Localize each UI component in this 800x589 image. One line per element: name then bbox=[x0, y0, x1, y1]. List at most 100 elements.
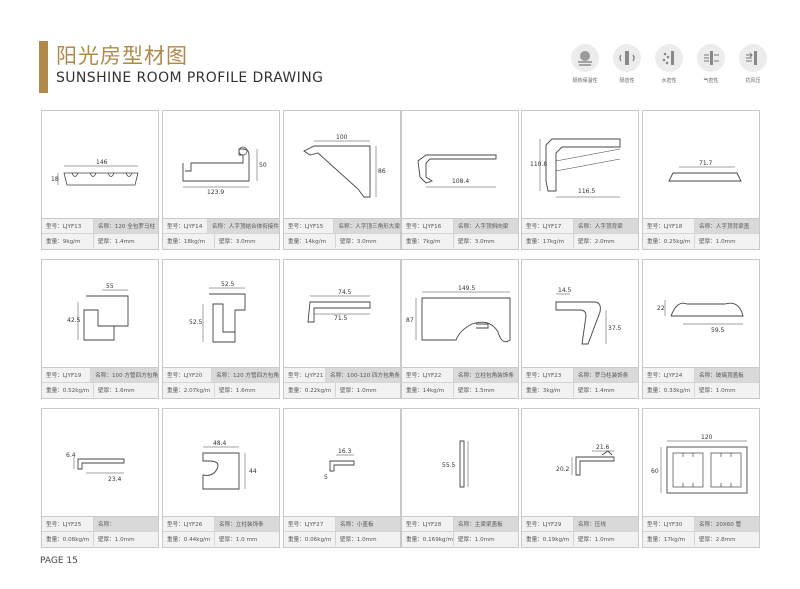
dimension-label: 71.7 bbox=[699, 160, 713, 167]
weight-label: 重量：0.33kg/m bbox=[643, 383, 695, 397]
feature-label: 隔热保温性 bbox=[572, 78, 598, 84]
dimension-label: 74.5 bbox=[338, 289, 352, 296]
thickness-label: 壁厚：1.0mm bbox=[340, 537, 377, 543]
thickness-label: 壁厚：1.4mm bbox=[98, 239, 135, 245]
feature-label: 抗风压 bbox=[745, 78, 761, 84]
model-label: 型号：LJYF24 bbox=[643, 368, 695, 382]
model-label: 型号：LJYF16 bbox=[402, 219, 454, 233]
dimension-label: 71.5 bbox=[334, 315, 348, 322]
water-tightness-icon bbox=[655, 44, 683, 72]
thickness-label: 壁厚：1.4mm bbox=[578, 388, 615, 394]
name-label: 名称：小盖板 bbox=[336, 517, 400, 531]
profile-drawing: 123.9 50 bbox=[163, 111, 279, 219]
thermal-insulation-icon bbox=[571, 44, 599, 72]
feature-label: 水密性 bbox=[661, 78, 677, 84]
name-label: 名称：立柱包角装饰条 bbox=[454, 368, 518, 382]
thickness-label: 壁厚：1.0mm bbox=[458, 537, 495, 543]
profile-drawing: 22 59.5 bbox=[643, 260, 759, 368]
model-label: 型号：LJYF27 bbox=[284, 517, 336, 531]
name-label: 名称：主梁梁盖板 bbox=[454, 517, 518, 531]
model-label: 型号：LJYF19 bbox=[42, 368, 92, 382]
weight-label: 重量：18kg/m bbox=[163, 234, 215, 248]
name-label: 名称：人字顶三角形大梁 bbox=[334, 219, 400, 233]
profile-drawing: 14.5 37.5 bbox=[522, 260, 638, 368]
feature-water: 水密性 bbox=[649, 44, 689, 84]
weight-label: 重量：0.22kg/m bbox=[284, 383, 336, 397]
dimension-label: 87 bbox=[406, 317, 414, 324]
profile-drawing: 146 18 bbox=[42, 111, 158, 219]
dimension-label: 23.4 bbox=[108, 476, 122, 483]
model-label: 型号：LJYF21 bbox=[284, 368, 327, 382]
thickness-label: 壁厚：3.0mm bbox=[340, 239, 377, 245]
model-label: 型号：LJYF22 bbox=[402, 368, 454, 382]
dimension-label: 86 bbox=[378, 168, 386, 175]
dimension-label: 22 bbox=[657, 305, 665, 312]
weight-label: 重量：17kg/m bbox=[643, 532, 695, 546]
model-label: 型号：LJYF29 bbox=[522, 517, 574, 531]
profile-drawing: 120 60 bbox=[643, 409, 759, 517]
thickness-label: 壁厚：2.8mm bbox=[699, 537, 736, 543]
dimension-label: 52.5 bbox=[221, 281, 235, 288]
dimension-label: 50 bbox=[259, 162, 267, 169]
thickness-label: 壁厚：1.0mm bbox=[98, 537, 135, 543]
weight-label: 重量：3kg/m bbox=[522, 383, 574, 397]
dimension-label: 116.5 bbox=[578, 188, 595, 195]
dimension-label: 52.5 bbox=[189, 319, 203, 326]
profile-drawing: 108.4 bbox=[402, 111, 518, 219]
name-label: 名称：120 方管四方包角 bbox=[212, 368, 279, 382]
thickness-label: 壁厚：1.6mm bbox=[219, 388, 256, 394]
weight-label: 重量：0.19kg/m bbox=[522, 532, 574, 546]
dimension-label: 120 bbox=[701, 434, 713, 441]
model-label: 型号：LJYF26 bbox=[163, 517, 215, 531]
dimension-label: 14.5 bbox=[558, 287, 572, 294]
profile-drawing: 149.5 87 bbox=[402, 260, 518, 368]
name-label: 名称：120 全包罗马柱 bbox=[94, 219, 158, 233]
dimension-label: 5 bbox=[324, 474, 328, 481]
weight-label: 重量：0.08kg/m bbox=[42, 532, 94, 546]
weight-label: 重量：0.06kg/m bbox=[284, 532, 336, 546]
name-label: 名称： bbox=[94, 517, 158, 531]
dimension-label: 100 bbox=[336, 134, 348, 141]
page-number: PAGE 15 bbox=[40, 556, 78, 566]
weight-label: 重量：9kg/m bbox=[42, 234, 94, 248]
weight-label: 重量：17kg/m bbox=[522, 234, 574, 248]
name-label: 名称：玻璃顶盖板 bbox=[695, 368, 759, 382]
feature-label: 隔音性 bbox=[619, 78, 635, 84]
thickness-label: 壁厚：3.0mm bbox=[458, 239, 495, 245]
thickness-label: 壁厚：3.0mm bbox=[219, 239, 256, 245]
thickness-label: 壁厚：2.0mm bbox=[578, 239, 615, 245]
dimension-label: 18 bbox=[51, 176, 59, 183]
dimension-label: 16.3 bbox=[338, 448, 352, 455]
weight-label: 重量：14kg/m bbox=[402, 383, 454, 397]
feature-label: 气密性 bbox=[703, 78, 719, 84]
sound-insulation-icon bbox=[613, 44, 641, 72]
model-label: 型号：LJYF17 bbox=[522, 219, 574, 233]
thickness-label: 壁厚：1.0mm bbox=[699, 388, 736, 394]
dimension-label: 37.5 bbox=[608, 325, 622, 332]
feature-sound: 隔音性 bbox=[607, 44, 647, 84]
model-label: 型号：LJYF25 bbox=[42, 517, 94, 531]
dimension-label: 42.5 bbox=[67, 317, 81, 324]
weight-label: 重量：7kg/m bbox=[402, 234, 454, 248]
profile-drawing: 74.5 71.5 bbox=[284, 260, 400, 368]
model-label: 型号：LJYF28 bbox=[402, 517, 454, 531]
